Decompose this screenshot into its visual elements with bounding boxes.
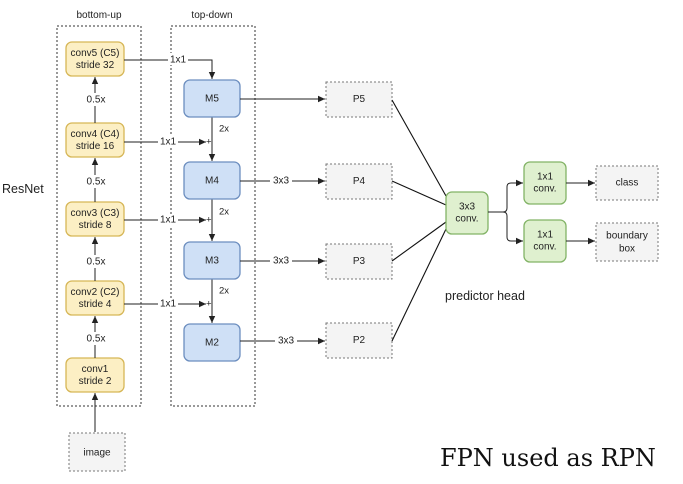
predictor-head-label: predictor head — [445, 289, 525, 303]
head-shared-op: conv. — [455, 214, 478, 225]
backbone-c1-name: conv1 — [82, 364, 109, 375]
sum-node-m4: + — [206, 137, 212, 148]
head-shared-conv: 3x3 conv. — [445, 191, 489, 235]
output-class-label: class — [616, 178, 639, 189]
backbone-c5-stride: stride 32 — [76, 60, 115, 71]
backbone-c2-name: conv2 (C2) — [71, 287, 120, 298]
input-image: image — [68, 432, 126, 472]
output-box-line2: box — [619, 244, 635, 255]
output-p5-label: P5 — [353, 94, 366, 105]
head-box-conv: 1x1 conv. — [523, 219, 567, 263]
sum-node-m2: + — [206, 299, 212, 310]
edge-p2-head — [391, 228, 447, 342]
edge-head-cls-conv — [488, 179, 523, 213]
edge-head-box-conv — [488, 211, 523, 245]
merge-m5: M5 — [183, 79, 241, 118]
edge-p5-head — [391, 99, 447, 197]
merge-m5-label: M5 — [205, 94, 219, 105]
backbone-c2-stride: stride 4 — [79, 299, 112, 310]
downsample-label-c2-c3: 0.5x — [87, 257, 106, 268]
sum-node-m3: + — [206, 215, 212, 226]
downsample-label-c3-c4: 0.5x — [87, 177, 106, 188]
input-image-label: image — [83, 448, 111, 459]
backbone-c3-stride: stride 8 — [79, 220, 112, 231]
lateral-label-c5: 1x1 — [170, 55, 187, 66]
output-boundary-box: boundary box — [595, 222, 659, 262]
head-box-op: conv. — [533, 242, 556, 253]
merge-m3: M3 — [183, 241, 241, 280]
output-p2: P2 — [325, 322, 393, 359]
lateral-label-c2: 1x1 — [160, 299, 177, 310]
resnet-label: ResNet — [2, 182, 44, 196]
backbone-c4-stride: stride 16 — [76, 141, 115, 152]
downsample-label-c1-c2: 0.5x — [87, 334, 106, 345]
output-p4-label: P4 — [353, 176, 366, 187]
lateral-label-c3: 1x1 — [160, 215, 177, 226]
upsample-label-m4-m3: 2x — [219, 207, 229, 218]
backbone-c1: conv1 stride 2 — [65, 357, 125, 393]
output-class: class — [595, 165, 659, 201]
head-cls-conv: 1x1 conv. — [523, 161, 567, 205]
lateral-c5-m5 — [124, 59, 216, 79]
output-p2-label: P2 — [353, 335, 366, 346]
backbone-c5: conv5 (C5) stride 32 — [65, 41, 125, 77]
smooth-label-m3: 3x3 — [273, 256, 290, 267]
bottom-up-label: bottom-up — [76, 10, 121, 21]
upsample-label-m3-m2: 2x — [219, 286, 229, 297]
smooth-label-m2: 3x3 — [278, 336, 295, 347]
edge-p3-head — [391, 221, 447, 262]
smooth-label-m4: 3x3 — [273, 176, 290, 187]
merge-m2: M2 — [183, 323, 241, 362]
merge-m4: M4 — [183, 161, 241, 200]
output-p4: P4 — [325, 163, 393, 200]
head-cls-op: conv. — [533, 184, 556, 195]
backbone-c4: conv4 (C4) stride 16 — [65, 122, 125, 158]
bottom-up-frame — [56, 25, 142, 407]
upsample-label-m5-m4: 2x — [219, 124, 229, 135]
merge-m2-label: M2 — [205, 338, 219, 349]
head-shared-kernel: 3x3 — [459, 202, 476, 213]
caption: FPN used as RPN — [440, 444, 656, 472]
backbone-c3-name: conv3 (C3) — [71, 208, 120, 219]
head-box-kernel: 1x1 — [537, 230, 554, 241]
top-down-label: top-down — [191, 10, 232, 21]
lateral-label-c4: 1x1 — [160, 137, 177, 148]
downsample-label-c4-c5: 0.5x — [87, 95, 106, 106]
backbone-c2: conv2 (C2) stride 4 — [65, 280, 125, 316]
backbone-c4-name: conv4 (C4) — [71, 129, 120, 140]
backbone-c3: conv3 (C3) stride 8 — [65, 201, 125, 237]
merge-m4-label: M4 — [205, 176, 219, 187]
merge-m3-label: M3 — [205, 256, 219, 267]
output-box-line1: boundary — [606, 231, 648, 242]
output-p3: P3 — [325, 243, 393, 280]
backbone-c1-stride: stride 2 — [79, 376, 112, 387]
output-p5: P5 — [325, 81, 393, 118]
output-p3-label: P3 — [353, 256, 366, 267]
backbone-c5-name: conv5 (C5) — [71, 48, 120, 59]
head-cls-kernel: 1x1 — [537, 172, 554, 183]
edge-p4-head — [391, 180, 447, 206]
